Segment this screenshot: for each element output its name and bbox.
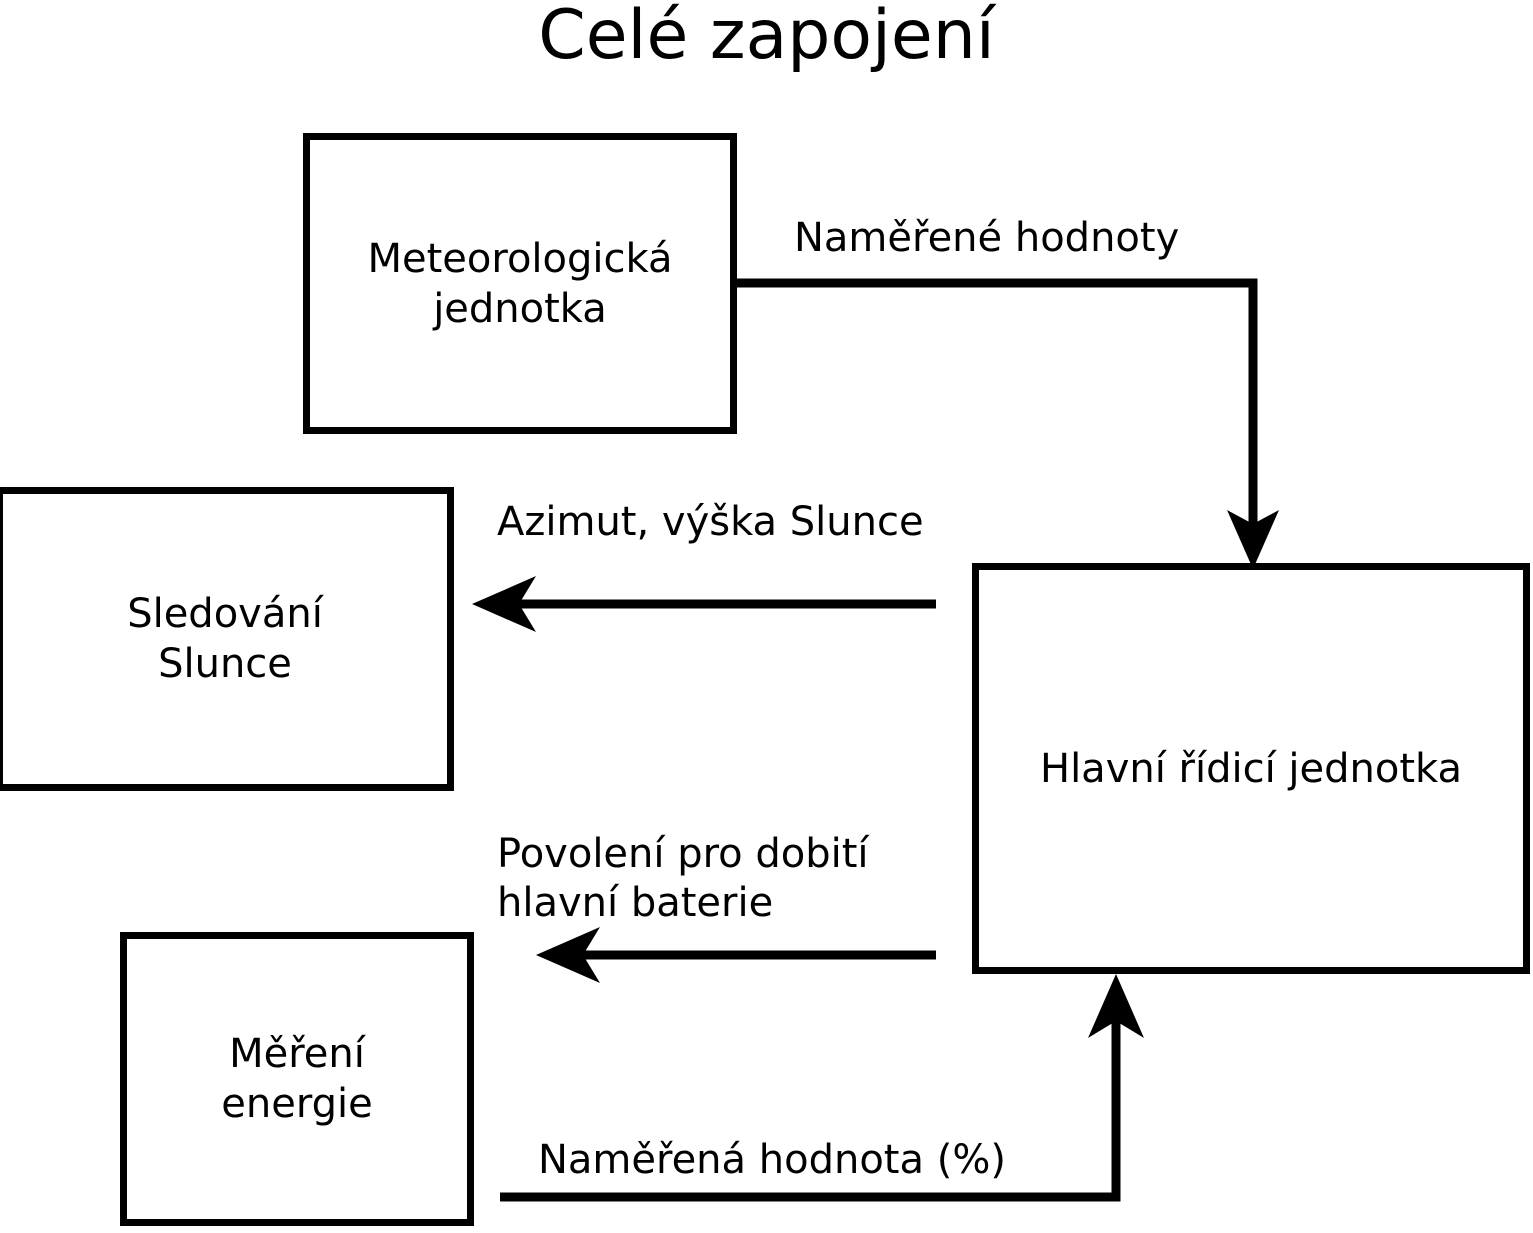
node-main-control-unit-label: Hlavní řídicí jednotka — [1039, 745, 1463, 792]
node-sun-tracking[interactable]: Sledování Slunce — [0, 487, 454, 791]
node-sun-tracking-label: Sledování Slunce — [127, 591, 323, 687]
node-energy-measurement[interactable]: Měření energie — [120, 932, 474, 1226]
edge-label-measured-values: Naměřené hodnoty — [794, 215, 1180, 261]
edge-label-charge-permission: Povolení pro dobití hlavní baterie — [497, 831, 869, 926]
node-meteorological-unit-label: Meteorologická jednotka — [367, 235, 673, 332]
node-energy-measurement-label: Měření energie — [221, 1031, 373, 1127]
edge-measured-percent — [500, 974, 1144, 1202]
edge-azimuth — [472, 576, 936, 632]
edge-label-measured-percent: Naměřená hodnota (%) — [538, 1137, 1006, 1183]
edge-measured-values — [736, 278, 1279, 569]
node-main-control-unit[interactable]: Hlavní řídicí jednotka — [972, 563, 1530, 974]
page-title: Celé zapojení — [538, 0, 995, 75]
node-meteorological-unit[interactable]: Meteorologická jednotka — [303, 133, 737, 434]
edge-charge-permission — [536, 927, 936, 983]
edge-label-azimuth: Azimut, výška Slunce — [497, 499, 924, 545]
